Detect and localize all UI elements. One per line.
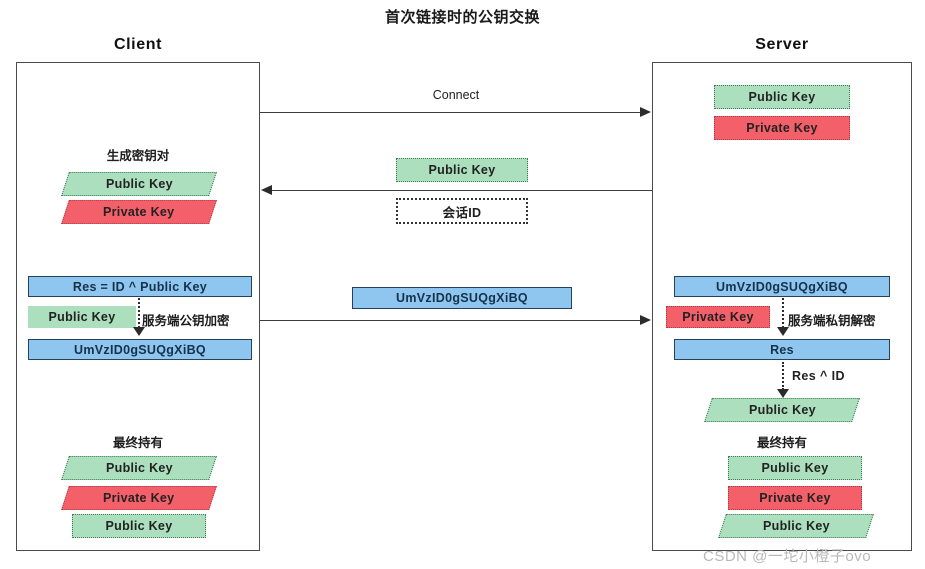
server-xor-flow-arrow-icon bbox=[777, 389, 789, 398]
client-final-item-2-label: Public Key bbox=[105, 519, 173, 533]
client-compute-expression-label: Res = ID ^ Public Key bbox=[72, 279, 208, 294]
server-decrypt-flow-arrow-icon bbox=[777, 327, 789, 336]
client-generated-public-key-chip: Public Key bbox=[61, 172, 217, 196]
ciphertext-arrow-head-icon bbox=[640, 314, 651, 325]
client-final-item-2: Public Key bbox=[72, 514, 206, 538]
client-encrypt-flow-line bbox=[138, 298, 140, 328]
server-decrypted-res-label: Res bbox=[770, 342, 794, 357]
client-cipher-result-chip: UmVzID0gSUQgXiBQ bbox=[28, 339, 252, 360]
client-encrypt-key-label: Public Key bbox=[48, 310, 116, 324]
client-final-item-0: Public Key bbox=[61, 456, 217, 480]
server-recovered-public-key-chip: Public Key bbox=[704, 398, 860, 422]
server-own-public-key-label: Public Key bbox=[748, 90, 816, 104]
server-received-cipher-label: UmVzID0gSUQgXiBQ bbox=[716, 279, 848, 294]
client-encrypt-flow-arrow-icon bbox=[133, 327, 145, 336]
server-decrypt-flow-line bbox=[782, 298, 784, 328]
server-xor-note: Res ^ ID bbox=[792, 369, 845, 383]
page-title: 首次链接时的公钥交换 bbox=[384, 9, 540, 26]
server-xor-flow-line bbox=[782, 362, 784, 390]
client-column-header: Client bbox=[113, 36, 163, 53]
client-encrypt-note: 服务端公钥加密 bbox=[142, 314, 230, 328]
server-final-item-0: Public Key bbox=[728, 456, 862, 480]
message-ciphertext-chip: UmVzID0gSUQgXiBQ bbox=[352, 287, 572, 309]
public-key-arrow-head-icon bbox=[261, 184, 272, 195]
server-final-item-0-label: Public Key bbox=[761, 461, 829, 475]
server-decrypted-res-chip: Res bbox=[674, 339, 890, 360]
server-final-item-1-label: Private Key bbox=[759, 491, 831, 505]
client-final-item-1-label: Private Key bbox=[103, 491, 175, 505]
client-generate-caption: 生成密钥对 bbox=[106, 149, 170, 163]
watermark: CSDN @一坨小橙子ovo bbox=[703, 548, 872, 565]
server-final-item-2-label: Public Key bbox=[762, 519, 830, 533]
message-connect-label: Connect bbox=[432, 88, 480, 102]
client-generated-public-key-label: Public Key bbox=[105, 177, 173, 191]
message-ciphertext-label: UmVzID0gSUQgXiBQ bbox=[396, 291, 528, 305]
server-own-private-key-chip: Private Key bbox=[714, 116, 850, 140]
public-key-arrow-line bbox=[272, 190, 652, 191]
server-decrypt-note: 服务端私钥解密 bbox=[788, 314, 876, 328]
message-public-key-label: Public Key bbox=[428, 163, 496, 177]
server-received-cipher-chip: UmVzID0gSUQgXiBQ bbox=[674, 276, 890, 297]
client-generated-private-key-chip: Private Key bbox=[61, 200, 217, 224]
server-final-caption: 最终持有 bbox=[756, 436, 807, 450]
client-compute-expression-chip: Res = ID ^ Public Key bbox=[28, 276, 252, 297]
server-decrypt-key-label: Private Key bbox=[682, 310, 754, 324]
server-own-public-key-chip: Public Key bbox=[714, 85, 850, 109]
client-encrypt-key-chip: Public Key bbox=[28, 306, 136, 328]
connect-arrow-line bbox=[260, 112, 641, 113]
server-final-item-2: Public Key bbox=[718, 514, 874, 538]
server-column-header: Server bbox=[755, 36, 809, 53]
message-public-key-chip: Public Key bbox=[396, 158, 528, 182]
message-session-id-chip: 会话ID bbox=[396, 198, 528, 224]
client-final-item-1: Private Key bbox=[61, 486, 217, 510]
client-final-item-0-label: Public Key bbox=[105, 461, 173, 475]
server-recovered-public-key-label: Public Key bbox=[748, 403, 816, 417]
connect-arrow-head-icon bbox=[640, 106, 651, 117]
server-own-private-key-label: Private Key bbox=[746, 121, 818, 135]
server-final-item-1: Private Key bbox=[728, 486, 862, 510]
client-generated-private-key-label: Private Key bbox=[103, 205, 175, 219]
ciphertext-arrow-line bbox=[260, 320, 641, 321]
client-final-caption: 最终持有 bbox=[112, 436, 163, 450]
server-decrypt-key-chip: Private Key bbox=[666, 306, 770, 328]
message-session-id-label: 会话ID bbox=[442, 205, 482, 220]
client-cipher-result-label: UmVzID0gSUQgXiBQ bbox=[74, 342, 206, 357]
